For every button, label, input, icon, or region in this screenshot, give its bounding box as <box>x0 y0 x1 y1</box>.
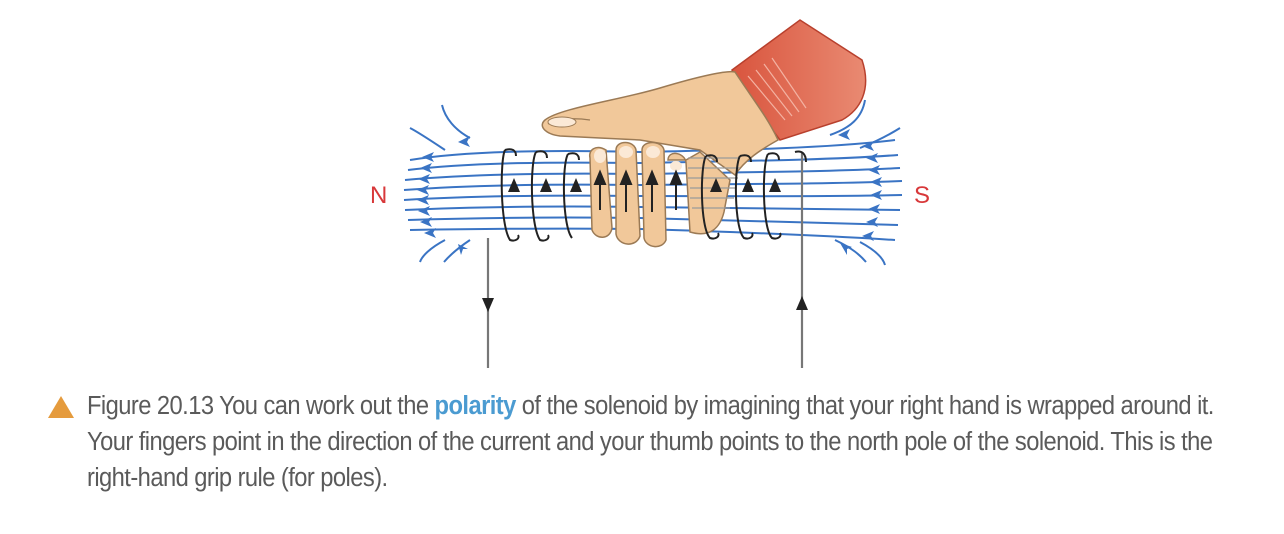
solenoid-illustration: N S <box>370 19 930 368</box>
magnetic-field-lines <box>403 99 903 266</box>
current-arrow-down-icon <box>482 298 494 312</box>
solenoid-coil <box>500 148 807 242</box>
current-arrow-up-icon <box>796 296 808 310</box>
south-pole-label: S <box>914 182 930 209</box>
caption-text: Figure 20.13 You can work out the polari… <box>87 388 1259 496</box>
field-arrowheads <box>417 129 882 255</box>
caption-text-after: of the solenoid by imagining that your r… <box>87 392 1214 492</box>
figure-number: Figure 20.13 <box>87 392 214 420</box>
coil-current-arrows <box>508 178 781 192</box>
solenoid-figure: N S <box>370 19 930 368</box>
caption-text-before: You can work out the <box>213 392 435 420</box>
caption-triangle-icon <box>48 396 74 418</box>
figure-caption: Figure 20.13 You can work out the polari… <box>48 388 1248 496</box>
glossary-term-polarity[interactable]: polarity <box>434 392 517 420</box>
hand <box>541 19 867 248</box>
north-pole-label: N <box>370 182 387 209</box>
